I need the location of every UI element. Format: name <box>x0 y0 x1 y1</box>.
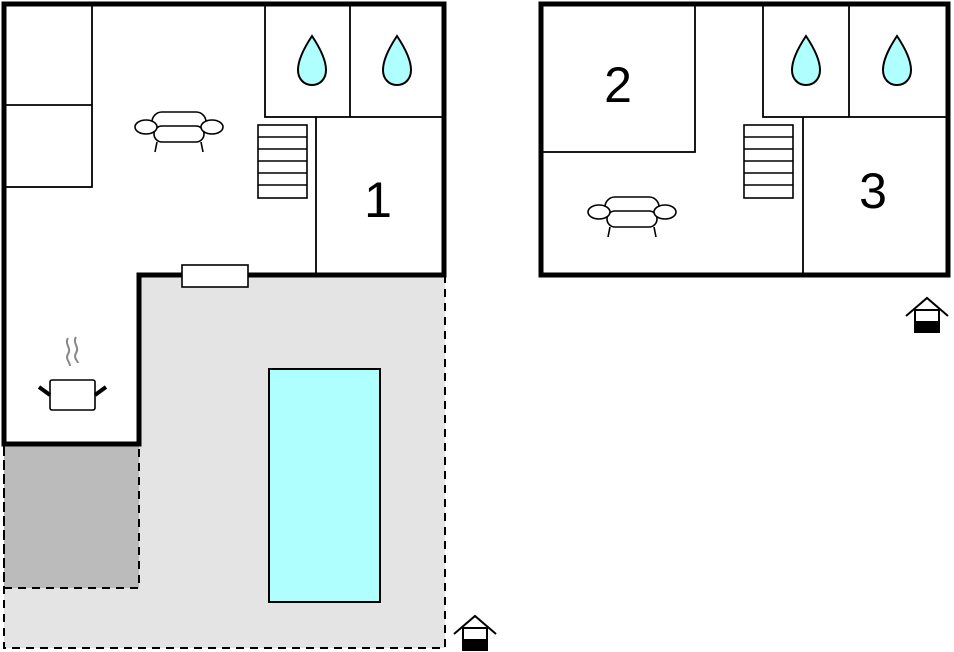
water-drop-icon <box>882 35 912 86</box>
exterior-walls <box>538 1 951 278</box>
stairs-icon <box>743 124 794 199</box>
room-label-2: 2 <box>604 57 632 113</box>
water-drop-icon <box>791 35 821 86</box>
room-label-1: 1 <box>364 172 392 228</box>
exterior-walls <box>1 1 447 447</box>
house-entrance-icon <box>453 615 497 651</box>
interior-walls <box>3 3 445 275</box>
terrace-boundary <box>3 275 446 649</box>
covered-terrace <box>3 443 140 589</box>
upper-floor-plan: 2 3 <box>538 1 951 333</box>
sofa-icon <box>587 196 677 238</box>
window-icon <box>181 264 249 288</box>
room-label-3: 3 <box>859 163 887 219</box>
house-entrance-icon <box>905 297 949 333</box>
pool <box>268 368 381 603</box>
stairs-icon <box>257 124 308 199</box>
cooking-pot-icon <box>37 336 108 411</box>
water-drop-icon <box>297 35 327 86</box>
ground-floor-plan: 1 <box>1 1 497 651</box>
water-drop-icon <box>382 35 412 86</box>
sofa-icon <box>134 111 224 153</box>
